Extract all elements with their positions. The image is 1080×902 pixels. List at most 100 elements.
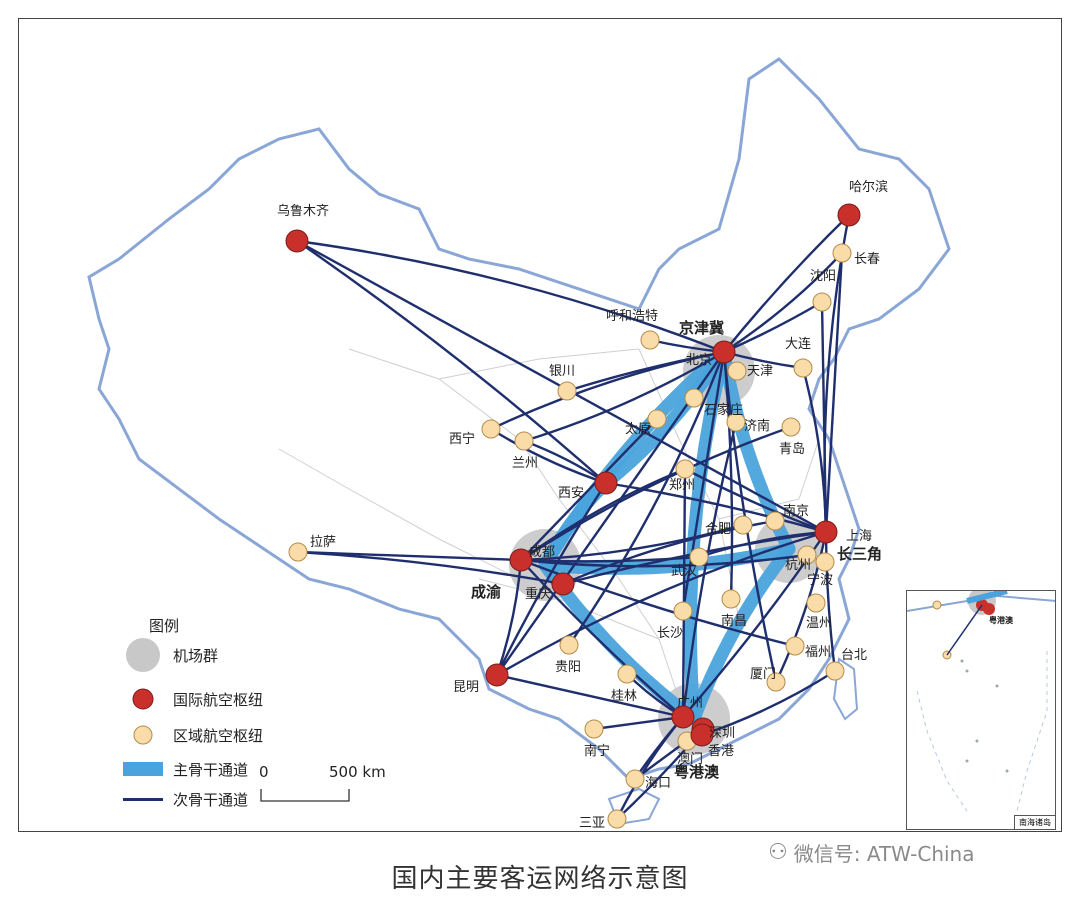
city-label-nn: 南宁 bbox=[584, 743, 610, 759]
regional-hub-nb bbox=[815, 552, 835, 572]
city-label-ty: 太原 bbox=[625, 422, 651, 437]
map-frame: 长春沈阳大连呼和浩特天津石家庄太原济南青岛银川西宁兰州郑州合肥南京杭州宁波拉萨武… bbox=[18, 18, 1062, 832]
city-label-sy: 沈阳 bbox=[810, 269, 836, 284]
regional-hub-wz bbox=[806, 593, 826, 613]
international-hub-hk bbox=[690, 723, 714, 747]
legend-title: 图例 bbox=[149, 617, 180, 635]
city-label-ls: 拉萨 bbox=[310, 535, 336, 550]
secondary-trunk-cc-sh bbox=[824, 252, 844, 533]
city-label-wz: 温州 bbox=[806, 616, 832, 631]
secondary-trunk-gz-sya bbox=[615, 716, 684, 820]
city-label-xa: 西安 bbox=[558, 486, 584, 501]
city-label-hz: 杭州 bbox=[785, 558, 811, 573]
secondary-trunk-fz-cd bbox=[520, 558, 796, 648]
city-label-nc: 南昌 bbox=[721, 613, 747, 629]
city-label-gl: 桂林 bbox=[611, 689, 637, 704]
scale-distance: 500 km bbox=[329, 763, 386, 781]
regional-hub-hk2 bbox=[625, 769, 645, 789]
regional-hub-ls bbox=[288, 542, 308, 562]
international-hub-wlmq bbox=[285, 229, 309, 253]
city-label-hrb: 哈尔滨 bbox=[849, 179, 888, 195]
secondary-trunk-sy-bj bbox=[723, 300, 823, 354]
city-label-hk2: 海口 bbox=[645, 776, 671, 791]
city-label-cd: 成都 bbox=[529, 545, 555, 560]
regional-hub-ty bbox=[647, 409, 667, 429]
secondary-trunk-gy-bj bbox=[568, 351, 726, 646]
watermark-text: 微信号: ATW-China bbox=[793, 842, 975, 866]
international-hub-cd bbox=[509, 548, 533, 572]
inset-map: 粤港澳 bbox=[907, 591, 1055, 812]
legend-cluster-label: 机场群 bbox=[173, 646, 219, 665]
secondary-trunk-wlmq-bj bbox=[296, 239, 725, 354]
international-hub-xa bbox=[594, 471, 618, 495]
legend-cluster: 机场群 bbox=[119, 638, 219, 672]
regional-hub-yc bbox=[557, 381, 577, 401]
legend-main: 主骨干通道 bbox=[119, 755, 248, 783]
city-label-wlmq: 乌鲁木齐 bbox=[277, 203, 329, 219]
regional-hub-hz bbox=[797, 545, 817, 565]
city-label-wh: 武汉 bbox=[671, 564, 697, 579]
legend-international: 国际航空枢纽 bbox=[119, 685, 263, 713]
city-label-gy: 贵阳 bbox=[555, 660, 581, 675]
international-hub-cq bbox=[551, 572, 575, 596]
secondary-trunk-jn-gz bbox=[681, 421, 738, 718]
regional-hub-sy bbox=[812, 292, 832, 312]
city-label-nb: 宁波 bbox=[807, 572, 833, 588]
regional-hub-hhht bbox=[640, 330, 660, 350]
city-label-fz: 福州 bbox=[805, 645, 831, 660]
cluster-label-jjj: 京津冀 bbox=[679, 319, 724, 337]
regional-hub-hf bbox=[733, 515, 753, 535]
regional-hub-nn bbox=[584, 719, 604, 739]
secondary-trunk-cq-ls bbox=[297, 550, 564, 586]
secondary-trunk-cs-bj bbox=[681, 351, 726, 612]
secondary-trunk-cd-hz bbox=[520, 553, 808, 568]
inset-title: 南海诸岛 bbox=[1014, 815, 1055, 829]
scale-bar: 0 500 km bbox=[259, 763, 389, 831]
secondary-trunk-ty-cd bbox=[520, 418, 658, 561]
secondary-trunk-sh-xm bbox=[774, 531, 828, 683]
secondary-trunk-cc-bj bbox=[723, 252, 843, 354]
regional-hub-xm bbox=[766, 672, 786, 692]
international-hub-hrb bbox=[837, 203, 861, 227]
inset-cluster-label: 粤港澳 bbox=[989, 615, 1014, 625]
legend-secondary-label: 次骨干通道 bbox=[173, 790, 249, 809]
regional-hub-wh bbox=[689, 547, 709, 567]
city-label-hhht: 呼和浩特 bbox=[606, 309, 658, 324]
china-map: 长春沈阳大连呼和浩特天津石家庄太原济南青岛银川西宁兰州郑州合肥南京杭州宁波拉萨武… bbox=[87, 57, 951, 831]
secondary-trunk-wlmq-xa bbox=[296, 240, 607, 484]
regional-hub-nc bbox=[721, 589, 741, 609]
regional-hub-qd bbox=[781, 417, 801, 437]
legend-main-label: 主骨干通道 bbox=[173, 760, 249, 779]
secondary-trunk-hk-tb bbox=[701, 669, 836, 737]
secondary-trunk-bj-xn bbox=[490, 350, 725, 431]
city-label-nj: 南京 bbox=[783, 503, 809, 519]
watermark: ⚇ 微信号: ATW-China bbox=[768, 838, 975, 867]
secondary-trunk-zz-sh bbox=[684, 467, 827, 534]
cluster-label-ygd: 粤港澳 bbox=[674, 763, 720, 781]
international-hub-bj bbox=[712, 340, 736, 364]
city-label-dl: 大连 bbox=[785, 336, 811, 352]
city-label-xm: 厦门 bbox=[750, 667, 776, 682]
regional-hub-jn bbox=[726, 412, 746, 432]
regional-hub-fz bbox=[785, 636, 805, 656]
regional-hub-tb bbox=[825, 661, 845, 681]
regional-hub-cc bbox=[832, 243, 852, 263]
regional-hub-xn bbox=[481, 419, 501, 439]
city-label-gz: 广州 bbox=[677, 696, 703, 711]
city-label-cc: 长春 bbox=[854, 252, 880, 267]
legend-international-label: 国际航空枢纽 bbox=[173, 690, 264, 709]
city-label-jn: 济南 bbox=[744, 418, 770, 434]
regional-hub-sya bbox=[607, 809, 627, 829]
city-label-bj: 北京 bbox=[686, 353, 712, 368]
city-label-cs: 长沙 bbox=[657, 626, 683, 641]
city-label-tj: 天津 bbox=[747, 364, 773, 379]
secondary-trunk-zz-gz bbox=[681, 468, 687, 718]
south-china-sea-inset: 粤港澳 南海诸岛 bbox=[906, 590, 1056, 830]
cluster-label-csj: 长三角 bbox=[837, 545, 882, 563]
secondary-trunk-qd-cd bbox=[520, 425, 792, 562]
scale-zero: 0 bbox=[259, 763, 269, 781]
regional-hub-gl bbox=[617, 664, 637, 684]
secondary-trunk-xa-xn bbox=[490, 427, 607, 485]
city-label-zz: 郑州 bbox=[669, 478, 695, 493]
international-hub-sh bbox=[814, 520, 838, 544]
